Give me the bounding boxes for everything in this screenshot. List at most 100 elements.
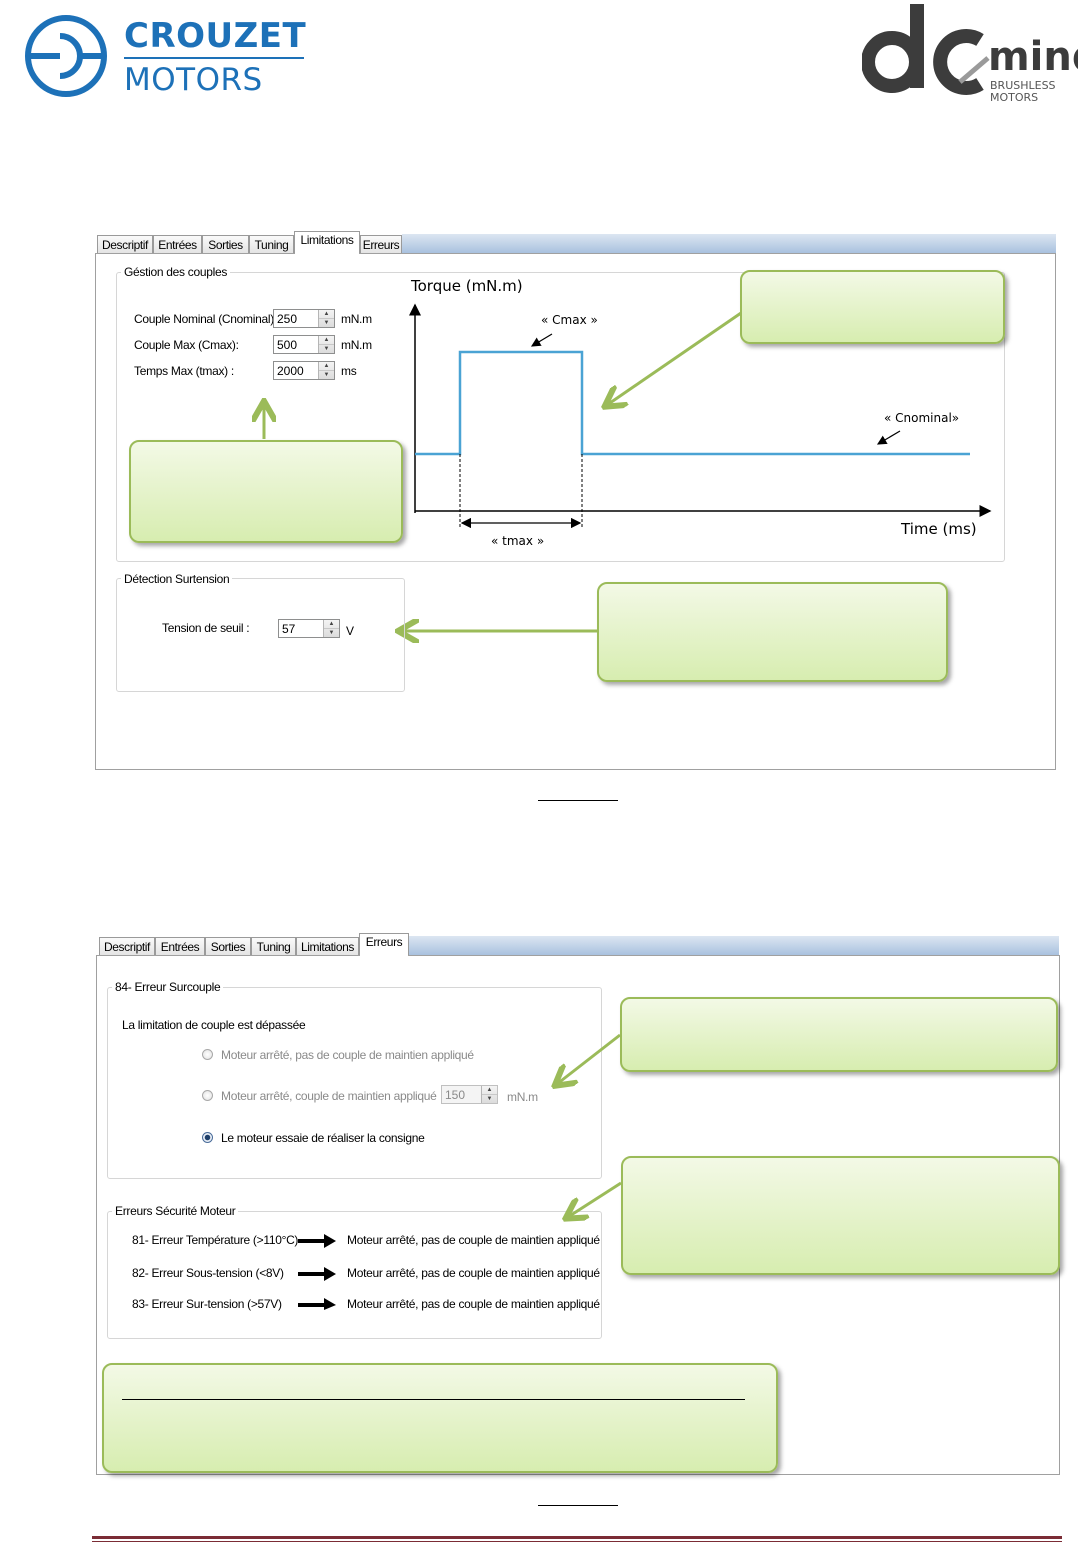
callout-bottom-rule (122, 1399, 745, 1400)
cnominal-spinner[interactable]: ▲▼ (318, 310, 334, 327)
crouzet-name: CROUZET (124, 16, 307, 56)
tmax-value: 2000 (277, 364, 304, 378)
cmax-unit: mN.m (341, 338, 372, 352)
dcmind-word: mind (988, 34, 1078, 80)
error-81-label: 81- Erreur Température (>110°C) (132, 1233, 299, 1247)
limitations-window: Descriptif Entrées Sorties Tuning Limita… (0, 231, 1056, 800)
tab-tuning[interactable]: Tuning (249, 235, 294, 253)
tab-erreurs[interactable]: Erreurs (359, 933, 409, 955)
spin-down-icon[interactable]: ▼ (482, 1094, 497, 1103)
arrow-right-icon (298, 1234, 336, 1248)
caption-line-1 (538, 800, 618, 801)
radio-option-3[interactable] (202, 1132, 213, 1143)
couple-maintien-input[interactable]: 150 ▲▼ (441, 1085, 498, 1104)
cnominal-pointer (876, 430, 901, 445)
cnominal-unit: mN.m (341, 312, 372, 326)
spin-down-icon[interactable]: ▼ (319, 370, 334, 379)
cnominal-input[interactable]: 250 ▲▼ (273, 309, 335, 328)
cnominal-graph-label: « Cnominal» (884, 411, 960, 425)
option-2-label: Moteur arrêté, couple de maintien appliq… (221, 1089, 437, 1103)
caption-line-2 (538, 1505, 618, 1506)
spin-up-icon[interactable]: ▲ (323, 363, 330, 369)
tab-erreurs[interactable]: Erreurs (360, 235, 402, 253)
tab-strip-fill (402, 234, 1056, 253)
callout-arrows-2 (0, 1033, 622, 1500)
erreurs-window: Descriptif Entrées Sorties Tuning Limita… (0, 900, 1078, 1500)
error-82-label: 82- Erreur Sous-tension (<8V) (132, 1266, 284, 1280)
tab-sorties[interactable]: Sorties (202, 235, 249, 253)
spin-down-icon[interactable]: ▼ (319, 344, 334, 353)
tension-seuil-value: 57 (282, 622, 296, 636)
cmax-label: Couple Max (Cmax): (134, 338, 239, 352)
cmax-value: 500 (277, 338, 298, 352)
footer-rule-thin (92, 1541, 1062, 1542)
arrow-right-icon (298, 1267, 336, 1281)
tension-seuil-input[interactable]: 57 ▲▼ (278, 619, 340, 638)
crouzet-sub: MOTORS (124, 62, 263, 98)
active-tab-join (295, 252, 359, 255)
couple-maintien-unit: mN.m (507, 1090, 538, 1104)
error-83-label: 83- Erreur Sur-tension (>57V) (132, 1297, 282, 1311)
dcmind-sub-1: BRUSHLESS (990, 79, 1056, 92)
crouzet-logo-icon (25, 15, 107, 97)
callout-surcouple (620, 997, 1058, 1072)
dcmind-sub-2: MOTORS (990, 91, 1039, 104)
securite-group (107, 1211, 602, 1339)
surtension-title: Détection Surtension (121, 572, 233, 586)
tab-entrees[interactable]: Entrées (153, 235, 202, 253)
crouzet-logo: CROUZET MOTORS (24, 14, 314, 98)
cmax-graph-label: « Cmax » (541, 313, 598, 327)
dcmind-logo: mind BRUSHLESS MOTORS (862, 0, 1078, 110)
spin-up-icon[interactable]: ▲ (328, 621, 335, 627)
active-tab-join (360, 954, 408, 957)
tab-limitations[interactable]: Limitations (294, 231, 360, 253)
cnominal-label: Couple Nominal (Cnominal): (134, 312, 277, 326)
spin-up-icon[interactable]: ▲ (323, 337, 330, 343)
tab-tuning[interactable]: Tuning (251, 937, 296, 955)
spin-down-icon[interactable]: ▼ (319, 318, 334, 327)
spin-up-icon[interactable]: ▲ (323, 311, 330, 317)
tab-descriptif[interactable]: Descriptif (99, 937, 155, 955)
arrow-right-icon (298, 1298, 336, 1310)
cmax-spinner[interactable]: ▲▼ (318, 336, 334, 353)
tension-seuil-label: Tension de seuil : (162, 621, 250, 635)
callout-arrows-1 (0, 311, 742, 800)
spin-down-icon[interactable]: ▼ (324, 628, 339, 637)
cmax-pointer (530, 333, 553, 347)
graph-x-label: Time (ms) (901, 520, 977, 538)
result-arrows (298, 1234, 336, 1310)
cmax-input[interactable]: 500 ▲▼ (273, 335, 335, 354)
tab-sorties[interactable]: Sorties (205, 937, 251, 955)
crouzet-logo-rule (124, 57, 304, 59)
tension-seuil-spinner[interactable]: ▲▼ (323, 620, 339, 637)
callout-bottom (102, 1363, 778, 1473)
footer-rule (92, 1536, 1062, 1539)
tmax-graph-label: « tmax » (491, 534, 545, 548)
tmax-spinner[interactable]: ▲▼ (318, 362, 334, 379)
couple-maintien-spinner[interactable]: ▲▼ (481, 1086, 497, 1103)
dcmind-logo-icon (862, 4, 990, 95)
surtension-group (116, 578, 405, 692)
tmax-input[interactable]: 2000 ▲▼ (273, 361, 335, 380)
tension-seuil-unit: V (346, 624, 354, 638)
option-3-label: Le moteur essaie de réaliser la consigne (221, 1131, 425, 1145)
tmax-label: Temps Max (tmax) : (134, 364, 234, 378)
spin-up-icon[interactable]: ▲ (486, 1087, 493, 1093)
tab-limitations[interactable]: Limitations (296, 937, 359, 955)
radio-option-2[interactable] (202, 1090, 213, 1101)
torque-curve (415, 350, 970, 456)
option-1-label: Moteur arrêté, pas de couple de maintien… (221, 1048, 474, 1062)
tab-descriptif[interactable]: Descriptif (97, 235, 153, 253)
callout-surtension (597, 582, 948, 682)
callout-fields (129, 440, 403, 543)
error-83-result: Moteur arrêté, pas de couple de maintien… (347, 1297, 600, 1311)
gestion-couples-group (116, 272, 1005, 562)
error-82-result: Moteur arrêté, pas de couple de maintien… (347, 1266, 600, 1280)
gestion-couples-title: Géstion des couples (121, 265, 231, 279)
graph-y-label: Torque (mN.m) (411, 277, 523, 295)
couple-maintien-value: 150 (445, 1088, 466, 1102)
tab-entrees[interactable]: Entrées (155, 937, 205, 955)
surcouple-group (107, 987, 602, 1179)
radio-option-1[interactable] (202, 1049, 213, 1060)
surcouple-title: 84- Erreur Surcouple (112, 980, 224, 994)
